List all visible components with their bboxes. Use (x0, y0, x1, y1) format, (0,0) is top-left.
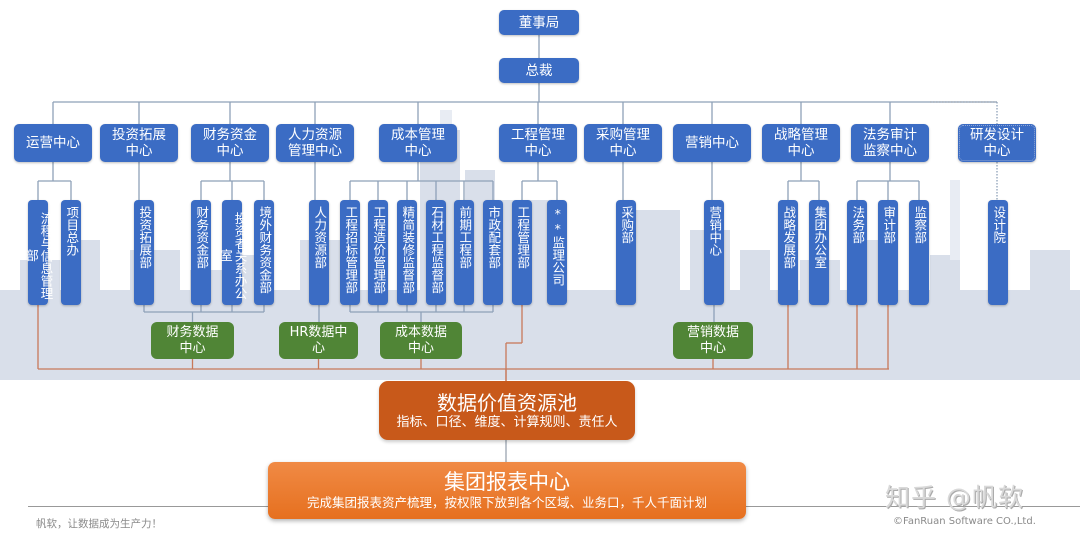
data-center-node-g2[interactable]: 成本数据 中心 (380, 322, 462, 359)
data-center-node-g0[interactable]: 财务数据 中心 (151, 322, 234, 359)
department-label: 战略发展部 (781, 206, 797, 269)
department-label: 营销中心 (707, 206, 723, 256)
board-label: 董事局 (518, 14, 560, 31)
department-node-d5[interactable]: 境外财务资金部 (254, 200, 274, 305)
center-node-c10[interactable]: 研发设计 中心 (958, 124, 1036, 162)
footer-divider-right (746, 506, 1080, 507)
department-node-d16[interactable]: 营销中心 (704, 200, 724, 305)
department-label: 监察部 (912, 206, 928, 244)
department-node-d1[interactable]: 项目总办 (61, 200, 81, 305)
group-report-center-node[interactable]: 集团报表中心 完成集团报表资产梳理，按权限下放到各个区域、业务口，千人千面计划 (268, 462, 746, 519)
department-label: 集团办公室 (812, 206, 828, 269)
center-label: 战略管理 中心 (774, 127, 828, 159)
department-node-d14[interactable]: **监理公司 (547, 200, 567, 305)
department-label: 石材工程监督部 (429, 206, 445, 294)
center-label: 研发设计 中心 (970, 127, 1024, 159)
department-label: 境外财务资金部 (257, 206, 273, 294)
department-node-d3[interactable]: 财务资金部 (191, 200, 211, 305)
board-of-directors-node[interactable]: 董事局 (499, 10, 579, 35)
report-subtitle: 完成集团报表资产梳理，按权限下放到各个区域、业务口，千人千面计划 (306, 495, 707, 510)
center-node-c5[interactable]: 工程管理 中心 (499, 124, 577, 162)
department-node-d6[interactable]: 人力资源部 (309, 200, 329, 305)
department-label: 审计部 (881, 206, 897, 244)
department-label: 采购部 (619, 206, 635, 244)
center-label: 财务资金 中心 (203, 127, 257, 159)
department-node-d15[interactable]: 采购部 (616, 200, 636, 305)
department-label: 前期工程部 (457, 206, 473, 269)
footer-slogan: 帆软，让数据成为生产力！ (36, 518, 162, 530)
department-node-d12[interactable]: 市政配套部 (483, 200, 503, 305)
report-title: 集团报表中心 (444, 470, 570, 494)
department-label: 工程造价管理部 (371, 206, 387, 294)
center-node-c1[interactable]: 投资拓展 中心 (100, 124, 178, 162)
president-label: 总裁 (525, 62, 553, 79)
center-label: 运营中心 (26, 135, 80, 151)
center-label: 采购管理 中心 (596, 127, 650, 159)
department-label: 人力资源部 (312, 206, 328, 269)
center-node-c0[interactable]: 运营中心 (14, 124, 92, 162)
department-node-d8[interactable]: 工程造价管理部 (368, 200, 388, 305)
data-center-label: 成本数据 中心 (394, 324, 447, 356)
department-label: 工程管理部 (515, 206, 531, 269)
footer-copyright: ©FanRuan Software CO.,Ltd. (893, 516, 1036, 527)
pool-title: 数据价值资源池 (437, 390, 577, 415)
footer-divider-left (28, 506, 268, 507)
center-node-c8[interactable]: 战略管理 中心 (762, 124, 840, 162)
data-center-label: 营销数据 中心 (686, 324, 739, 356)
president-node[interactable]: 总裁 (499, 58, 579, 83)
department-label: 投资者关系办公室 (218, 211, 248, 300)
department-node-d22[interactable]: 设计院 (988, 200, 1008, 305)
data-center-node-g3[interactable]: 营销数据 中心 (673, 322, 753, 359)
center-label: 人力资源 管理中心 (288, 127, 342, 159)
pool-subtitle: 指标、口径、维度、计算规则、责任人 (396, 414, 618, 430)
department-node-d18[interactable]: 集团办公室 (809, 200, 829, 305)
zhihu-watermark: 知乎 @帆软 (885, 483, 1024, 512)
data-value-pool-node[interactable]: 数据价值资源池 指标、口径、维度、计算规则、责任人 (379, 381, 635, 440)
center-label: 工程管理 中心 (511, 127, 565, 159)
center-node-c3[interactable]: 人力资源 管理中心 (276, 124, 354, 162)
department-node-d17[interactable]: 战略发展部 (778, 200, 798, 305)
department-label: **监理公司 (550, 206, 566, 286)
department-node-d20[interactable]: 审计部 (878, 200, 898, 305)
department-label: 项目总办 (64, 206, 80, 256)
department-node-d13[interactable]: 工程管理部 (512, 200, 532, 305)
center-node-c9[interactable]: 法务审计 监察中心 (851, 124, 929, 162)
center-node-c2[interactable]: 财务资金 中心 (191, 124, 269, 162)
department-label: 工程招标管理部 (343, 206, 359, 294)
department-node-d0[interactable]: 流程与信息管理部 (24, 200, 54, 305)
center-label: 成本管理 中心 (391, 127, 445, 159)
center-label: 投资拓展 中心 (112, 127, 166, 159)
data-center-node-g1[interactable]: HR数据中 心 (279, 322, 358, 359)
department-label: 投资拓展部 (137, 206, 153, 269)
department-label: 设计院 (991, 206, 1007, 244)
center-node-c4[interactable]: 成本管理 中心 (379, 124, 457, 162)
department-node-d9[interactable]: 精简装修监督部 (397, 200, 417, 305)
data-center-label: HR数据中 心 (289, 324, 348, 356)
department-label: 财务资金部 (194, 206, 210, 269)
department-label: 精简装修监督部 (400, 206, 416, 294)
department-node-d7[interactable]: 工程招标管理部 (340, 200, 360, 305)
center-label: 法务审计 监察中心 (863, 127, 917, 159)
center-node-c7[interactable]: 营销中心 (673, 124, 751, 162)
department-node-d10[interactable]: 石材工程监督部 (426, 200, 446, 305)
department-node-d21[interactable]: 监察部 (909, 200, 929, 305)
department-node-d4[interactable]: 投资者关系办公室 (218, 200, 248, 305)
department-node-d19[interactable]: 法务部 (847, 200, 867, 305)
center-label: 营销中心 (685, 135, 739, 151)
center-node-c6[interactable]: 采购管理 中心 (584, 124, 662, 162)
department-label: 市政配套部 (486, 206, 502, 269)
department-node-d11[interactable]: 前期工程部 (454, 200, 474, 305)
department-label: 流程与信息管理部 (24, 211, 54, 300)
department-node-d2[interactable]: 投资拓展部 (134, 200, 154, 305)
department-label: 法务部 (850, 206, 866, 244)
data-center-label: 财务数据 中心 (166, 324, 219, 356)
